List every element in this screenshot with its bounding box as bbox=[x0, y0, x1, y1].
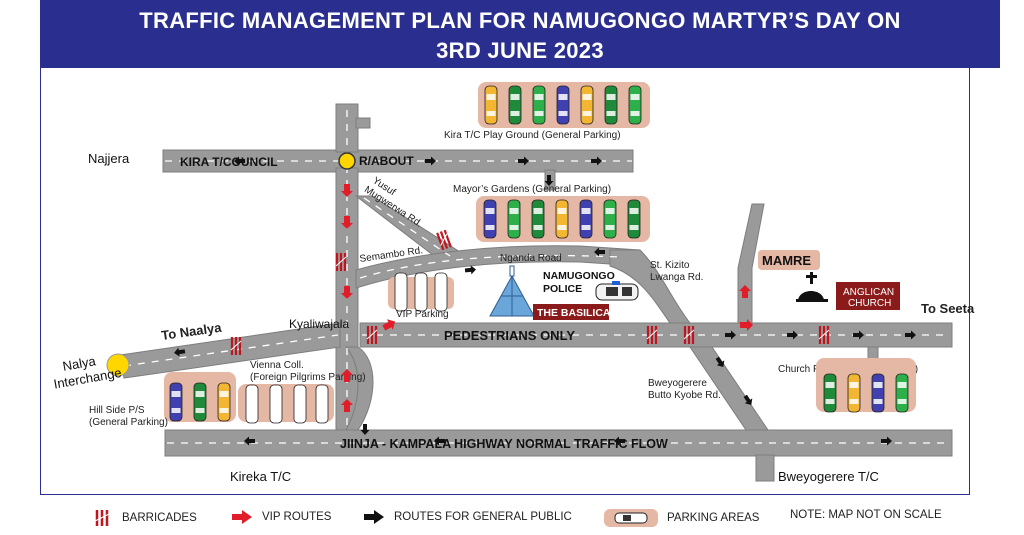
map-frame bbox=[40, 68, 970, 495]
najjera-label: Najjera bbox=[88, 151, 130, 166]
kira-playground-parking bbox=[478, 82, 650, 128]
legend-barricades-label: BARRICADES bbox=[122, 512, 197, 524]
hillside-label-2: (General Parking) bbox=[89, 417, 168, 428]
basilica-label: THE BASILICA bbox=[537, 307, 611, 319]
map-title: TRAFFIC MANAGEMENT PLAN FOR NAMUGONGO MA… bbox=[40, 0, 1000, 68]
vienna-parking bbox=[238, 384, 334, 424]
kira-roundabout bbox=[338, 152, 356, 170]
legend-general-routes-label: ROUTES FOR GENERAL PUBLIC bbox=[394, 511, 572, 523]
map-legend: BARRICADES VIP ROUTES ROUTES FOR GENERAL… bbox=[0, 500, 1024, 535]
st-kizito-label-2: Lwanga Rd. bbox=[650, 272, 703, 283]
bweyogerere-tc-label: Bweyogerere T/C bbox=[778, 469, 879, 484]
anglican-label-2: CHURCH bbox=[848, 298, 891, 309]
highway-label: JIINJA - KAMPALA HIGHWAY NORMAL TRAFFIC … bbox=[340, 437, 668, 451]
legend-parking-areas: PARKING AREAS bbox=[603, 508, 759, 528]
nganda-label: Nganda Road bbox=[500, 253, 562, 264]
traffic-map: KIRA T/COUNCIL R/ABOUT PEDESTRIANS ONLY … bbox=[52, 82, 975, 484]
vienna-label-1: Vienna Coll. bbox=[250, 360, 304, 371]
legend-barricades: BARRICADES bbox=[92, 508, 197, 528]
police-label-1: NAMUGONGO bbox=[543, 270, 615, 282]
r-about-label: R/ABOUT bbox=[359, 154, 414, 168]
vip-parking bbox=[388, 272, 454, 312]
basilica-icon bbox=[489, 265, 535, 317]
legend-note: NOTE: MAP NOT ON SCALE bbox=[790, 509, 942, 521]
anglican-church-box bbox=[836, 282, 900, 310]
police-car-icon bbox=[595, 281, 639, 301]
kira-council-road bbox=[162, 149, 634, 173]
nalya-roundabout bbox=[106, 353, 130, 377]
to-naalya-label: To Naalya bbox=[160, 320, 223, 343]
legend-vip-routes: VIP ROUTES bbox=[230, 508, 331, 526]
vienna-label-2: (Foreign Pilgrims Parking) bbox=[250, 372, 366, 383]
butto-kyobe-label-2: Butto Kyobe Rd. bbox=[648, 390, 721, 401]
basilica-box bbox=[533, 304, 609, 320]
title-line-1: TRAFFIC MANAGEMENT PLAN FOR NAMUGONGO MA… bbox=[139, 8, 901, 33]
kyaliwajala-label: Kyaliwajala bbox=[289, 317, 349, 331]
red-arrow-icon bbox=[232, 510, 252, 524]
to-seeta-label: To Seeta bbox=[921, 301, 975, 316]
anglican-label-1: ANGLICAN bbox=[843, 287, 894, 298]
mamre-box bbox=[758, 250, 820, 270]
bweyogerere-stub bbox=[755, 454, 775, 482]
kireka-label: Kireka T/C bbox=[230, 469, 291, 484]
nalya-label-1: Nalya bbox=[61, 353, 97, 374]
parking-area-icon bbox=[604, 509, 658, 527]
butto-kyobe-road bbox=[689, 346, 769, 431]
hillside-parking bbox=[164, 372, 236, 422]
st-kizito-road bbox=[609, 249, 692, 324]
st-kizito-label-1: St. Kizito bbox=[650, 260, 690, 271]
legend-note-label: NOTE: MAP NOT ON SCALE bbox=[790, 509, 942, 521]
vip-parking-label: VIP Parking bbox=[396, 309, 449, 320]
church-icon bbox=[796, 272, 828, 302]
mayors-gardens-parking bbox=[476, 196, 650, 242]
barricade-icon bbox=[94, 510, 110, 526]
legend-parking-areas-label: PARKING AREAS bbox=[667, 512, 760, 524]
kira-playground-label: Kira T/C Play Ground (General Parking) bbox=[444, 130, 621, 141]
to-naalya-road bbox=[119, 322, 341, 379]
butto-kyobe-label-1: Bweyogerere bbox=[648, 378, 707, 389]
mamre-label: MAMRE bbox=[762, 253, 811, 268]
title-line-2: 3RD JUNE 2023 bbox=[436, 38, 604, 63]
legend-vip-routes-label: VIP ROUTES bbox=[262, 511, 332, 523]
legend-general-routes: ROUTES FOR GENERAL PUBLIC bbox=[362, 508, 572, 526]
mayors-gardens-label: Mayor’s Gardens (General Parking) bbox=[453, 184, 611, 195]
black-arrow-icon bbox=[364, 510, 384, 524]
hillside-label-1: Hill Side P/S bbox=[89, 405, 145, 416]
police-label-2: POLICE bbox=[543, 283, 582, 295]
kyaliwajala-connector bbox=[344, 346, 374, 431]
pedestrians-label: PEDESTRIANS ONLY bbox=[444, 328, 575, 343]
church-farm-parking bbox=[816, 358, 916, 413]
kira-council-label: KIRA T/COUNCIL bbox=[180, 155, 278, 169]
